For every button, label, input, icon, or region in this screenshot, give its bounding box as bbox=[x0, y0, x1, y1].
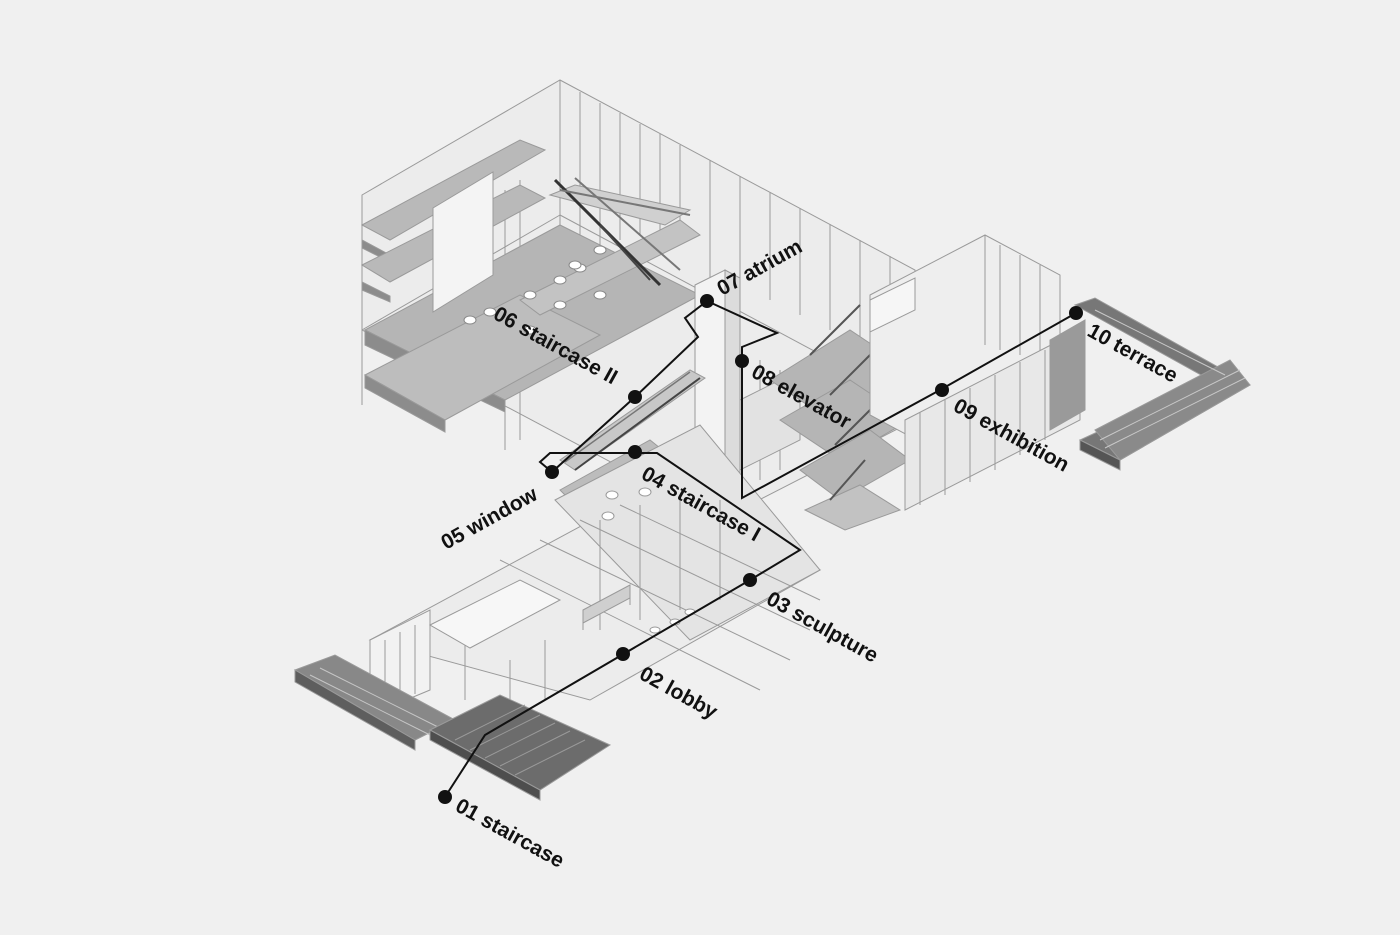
building-axonometric bbox=[293, 79, 1252, 801]
stop-04-marker bbox=[628, 445, 642, 459]
stop-09-marker bbox=[935, 383, 949, 397]
stop-03-marker bbox=[743, 573, 757, 587]
stop-10-marker bbox=[1069, 306, 1083, 320]
stop-05-label: 05 window bbox=[437, 482, 542, 554]
stop-01-marker bbox=[438, 790, 452, 804]
stop-07-marker bbox=[700, 294, 714, 308]
right-block-frame bbox=[869, 234, 1086, 511]
terrace-seating bbox=[1073, 297, 1252, 471]
stop-01-label: 01 staircase bbox=[452, 794, 568, 872]
stop-06-marker bbox=[628, 390, 642, 404]
stop-02-label: 02 lobby bbox=[636, 662, 722, 724]
stop-05-marker bbox=[545, 465, 559, 479]
seating-marks bbox=[463, 245, 607, 335]
upper-staircase bbox=[548, 177, 692, 287]
stop-08-marker bbox=[735, 354, 749, 368]
route-stops bbox=[438, 294, 1083, 804]
upper-floor-slabs bbox=[360, 139, 702, 433]
stop-02-marker bbox=[616, 647, 630, 661]
entrance-staircase bbox=[293, 654, 612, 801]
